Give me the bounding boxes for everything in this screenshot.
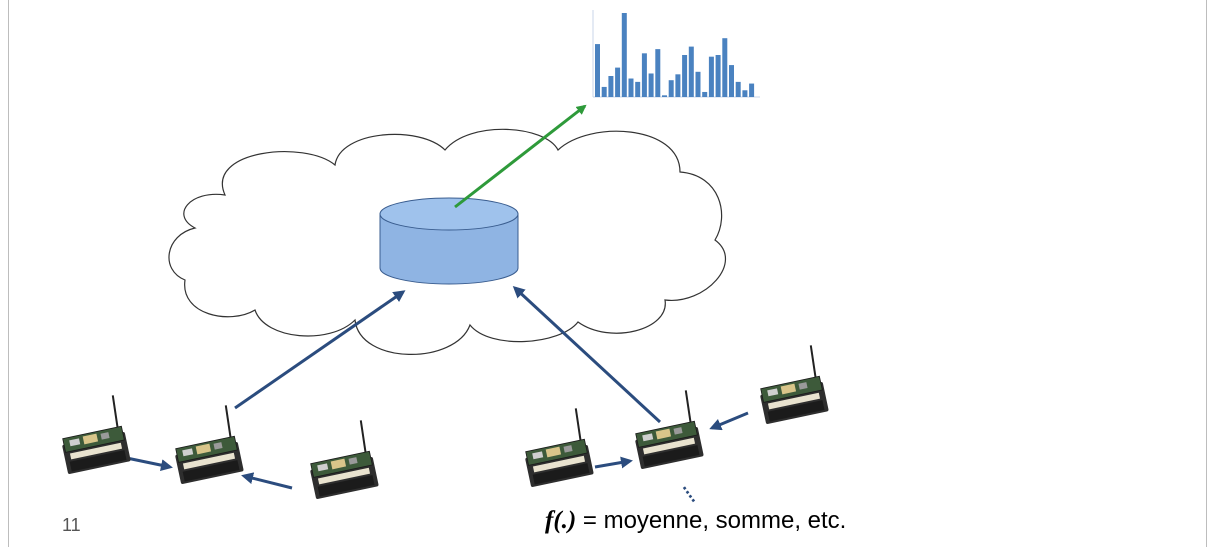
histogram-bar bbox=[708, 56, 714, 97]
slide-border-left bbox=[8, 0, 9, 547]
histogram-bar bbox=[662, 95, 667, 97]
histogram-bar bbox=[648, 73, 654, 97]
output-arrow bbox=[454, 104, 587, 209]
histogram-bar bbox=[628, 78, 634, 97]
caption-text: = moyenne, somme, etc. bbox=[576, 507, 847, 534]
sensor-node-icon bbox=[310, 420, 379, 499]
histogram-bar bbox=[635, 81, 641, 97]
page-number: 11 bbox=[62, 515, 81, 535]
histogram-bar bbox=[722, 38, 728, 97]
arrow-left-group-to-db bbox=[234, 290, 406, 410]
histogram-bar bbox=[695, 71, 701, 97]
arrow-sensor-3-to-2 bbox=[241, 472, 293, 490]
sensor-node-icon bbox=[175, 405, 244, 484]
arrow-sensor-4-to-5 bbox=[594, 456, 633, 469]
sensor-node-icon bbox=[760, 345, 829, 424]
caption-function: f(.) bbox=[545, 507, 577, 534]
sensor-group bbox=[62, 345, 829, 499]
histogram-bar bbox=[729, 65, 734, 97]
sensor-node-icon bbox=[525, 408, 594, 487]
histogram-bar bbox=[742, 90, 748, 97]
sensor-node-icon bbox=[62, 395, 131, 474]
arrow-sensor-6-to-5 bbox=[709, 411, 749, 431]
histogram-bar bbox=[595, 44, 600, 97]
sensor-node-icon bbox=[635, 390, 704, 469]
slide-border-right bbox=[1206, 0, 1207, 547]
histogram-bar bbox=[621, 13, 627, 97]
arrow-right-group-to-db bbox=[512, 285, 662, 424]
database-icon bbox=[379, 197, 519, 285]
histogram-bar bbox=[668, 80, 674, 97]
histogram-bar bbox=[715, 55, 721, 97]
histogram-bar bbox=[675, 74, 681, 97]
histogram-bar bbox=[749, 83, 755, 97]
histogram-bar bbox=[601, 86, 607, 97]
histogram-bar bbox=[682, 55, 688, 97]
histogram-bar bbox=[655, 49, 661, 97]
histogram-bar bbox=[735, 81, 741, 97]
caption: f(.) = moyenne, somme, etc. bbox=[545, 507, 846, 535]
histogram-icon bbox=[592, 10, 760, 98]
sensor-ellipsis: .... bbox=[679, 478, 707, 506]
histogram-bar bbox=[608, 76, 614, 97]
histogram-bar bbox=[641, 53, 647, 97]
histogram-bar bbox=[688, 46, 694, 97]
histogram-bar bbox=[702, 91, 708, 97]
histogram-bar bbox=[615, 67, 621, 97]
